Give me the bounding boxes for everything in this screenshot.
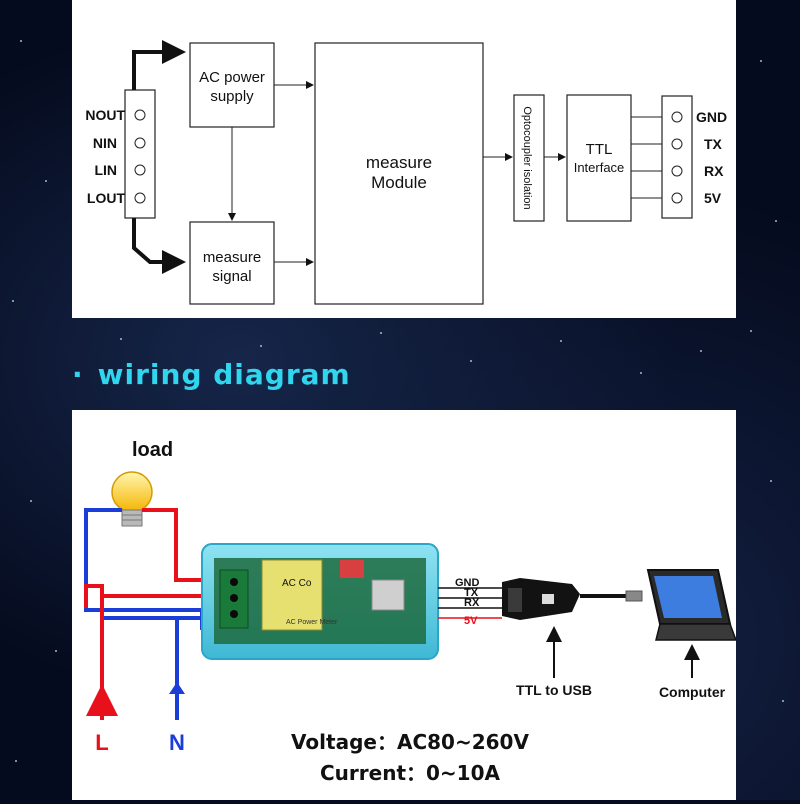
signal-5v: 5V: [464, 615, 478, 627]
module-print-main: AC Co: [282, 578, 312, 589]
voltage-spec: Voltage：AC80~260V: [291, 730, 529, 754]
usb-adapter-icon: [502, 578, 643, 620]
measure-signal-box: [189, 221, 275, 305]
current-spec: Current：0~10A: [320, 761, 500, 785]
terminal-label-nout: NOUT: [85, 107, 125, 123]
computer-label: Computer: [659, 684, 726, 700]
live-wire: [84, 508, 212, 706]
measure-module-box: [314, 42, 484, 305]
terminal-label-tx: TX: [704, 136, 723, 152]
signal-wires: GND TX RX 5V: [438, 577, 502, 627]
measure-module-label-2: Module: [371, 173, 427, 192]
optocoupler-box: [513, 94, 545, 222]
measure-signal-label-1: measure: [203, 249, 261, 266]
section-heading: · wiring diagram: [72, 358, 351, 398]
terminal-label-gnd: GND: [696, 109, 727, 125]
right-terminal-block: [661, 95, 693, 219]
terminal-label-lin: LIN: [94, 162, 117, 178]
line-label: L: [95, 730, 108, 755]
neutral-label: N: [169, 730, 185, 755]
interface-label: Interface: [574, 160, 625, 175]
terminal-label-nin: NIN: [93, 135, 117, 151]
ac-power-label: AC power: [199, 69, 265, 86]
specs-block: Voltage：AC80~260V Current：0~10A: [210, 727, 610, 789]
signal-gnd: GND: [455, 577, 480, 589]
signal-tx: TX: [464, 587, 479, 599]
terminal-label-lout: LOUT: [87, 190, 126, 206]
signal-rx: RX: [464, 597, 480, 609]
wiring-diagram: load: [84, 439, 738, 755]
ac-supply-label: supply: [210, 88, 254, 105]
power-meter-module: AC Co AC Power Meter: [201, 543, 439, 660]
ttl-label: TTL: [586, 141, 613, 158]
heading-dot: ·: [72, 358, 84, 391]
block-diagram: NOUT NIN LIN LOUT AC power supply measur…: [85, 40, 727, 305]
load-label: load: [132, 439, 173, 461]
measure-module-label-1: measure: [366, 153, 432, 172]
lightbulb-icon: [111, 471, 153, 527]
ttl-interface-box: [566, 94, 632, 222]
terminal-label-rx: RX: [704, 163, 724, 179]
terminal-label-5v: 5V: [704, 190, 722, 206]
module-print-sub: AC Power Meter: [286, 619, 338, 626]
section-heading-text: wiring diagram: [97, 358, 351, 391]
optocoupler-label: Optocoupler isolation: [521, 106, 533, 209]
ttl-to-usb-label: TTL to USB: [516, 682, 592, 698]
block-diagram-panel: NOUT NIN LIN LOUT AC power supply measur…: [72, 0, 736, 318]
left-terminal-block: [124, 89, 156, 219]
measure-signal-label-2: signal: [212, 268, 251, 285]
laptop-icon: [646, 569, 738, 641]
wiring-diagram-panel: load: [72, 410, 738, 800]
